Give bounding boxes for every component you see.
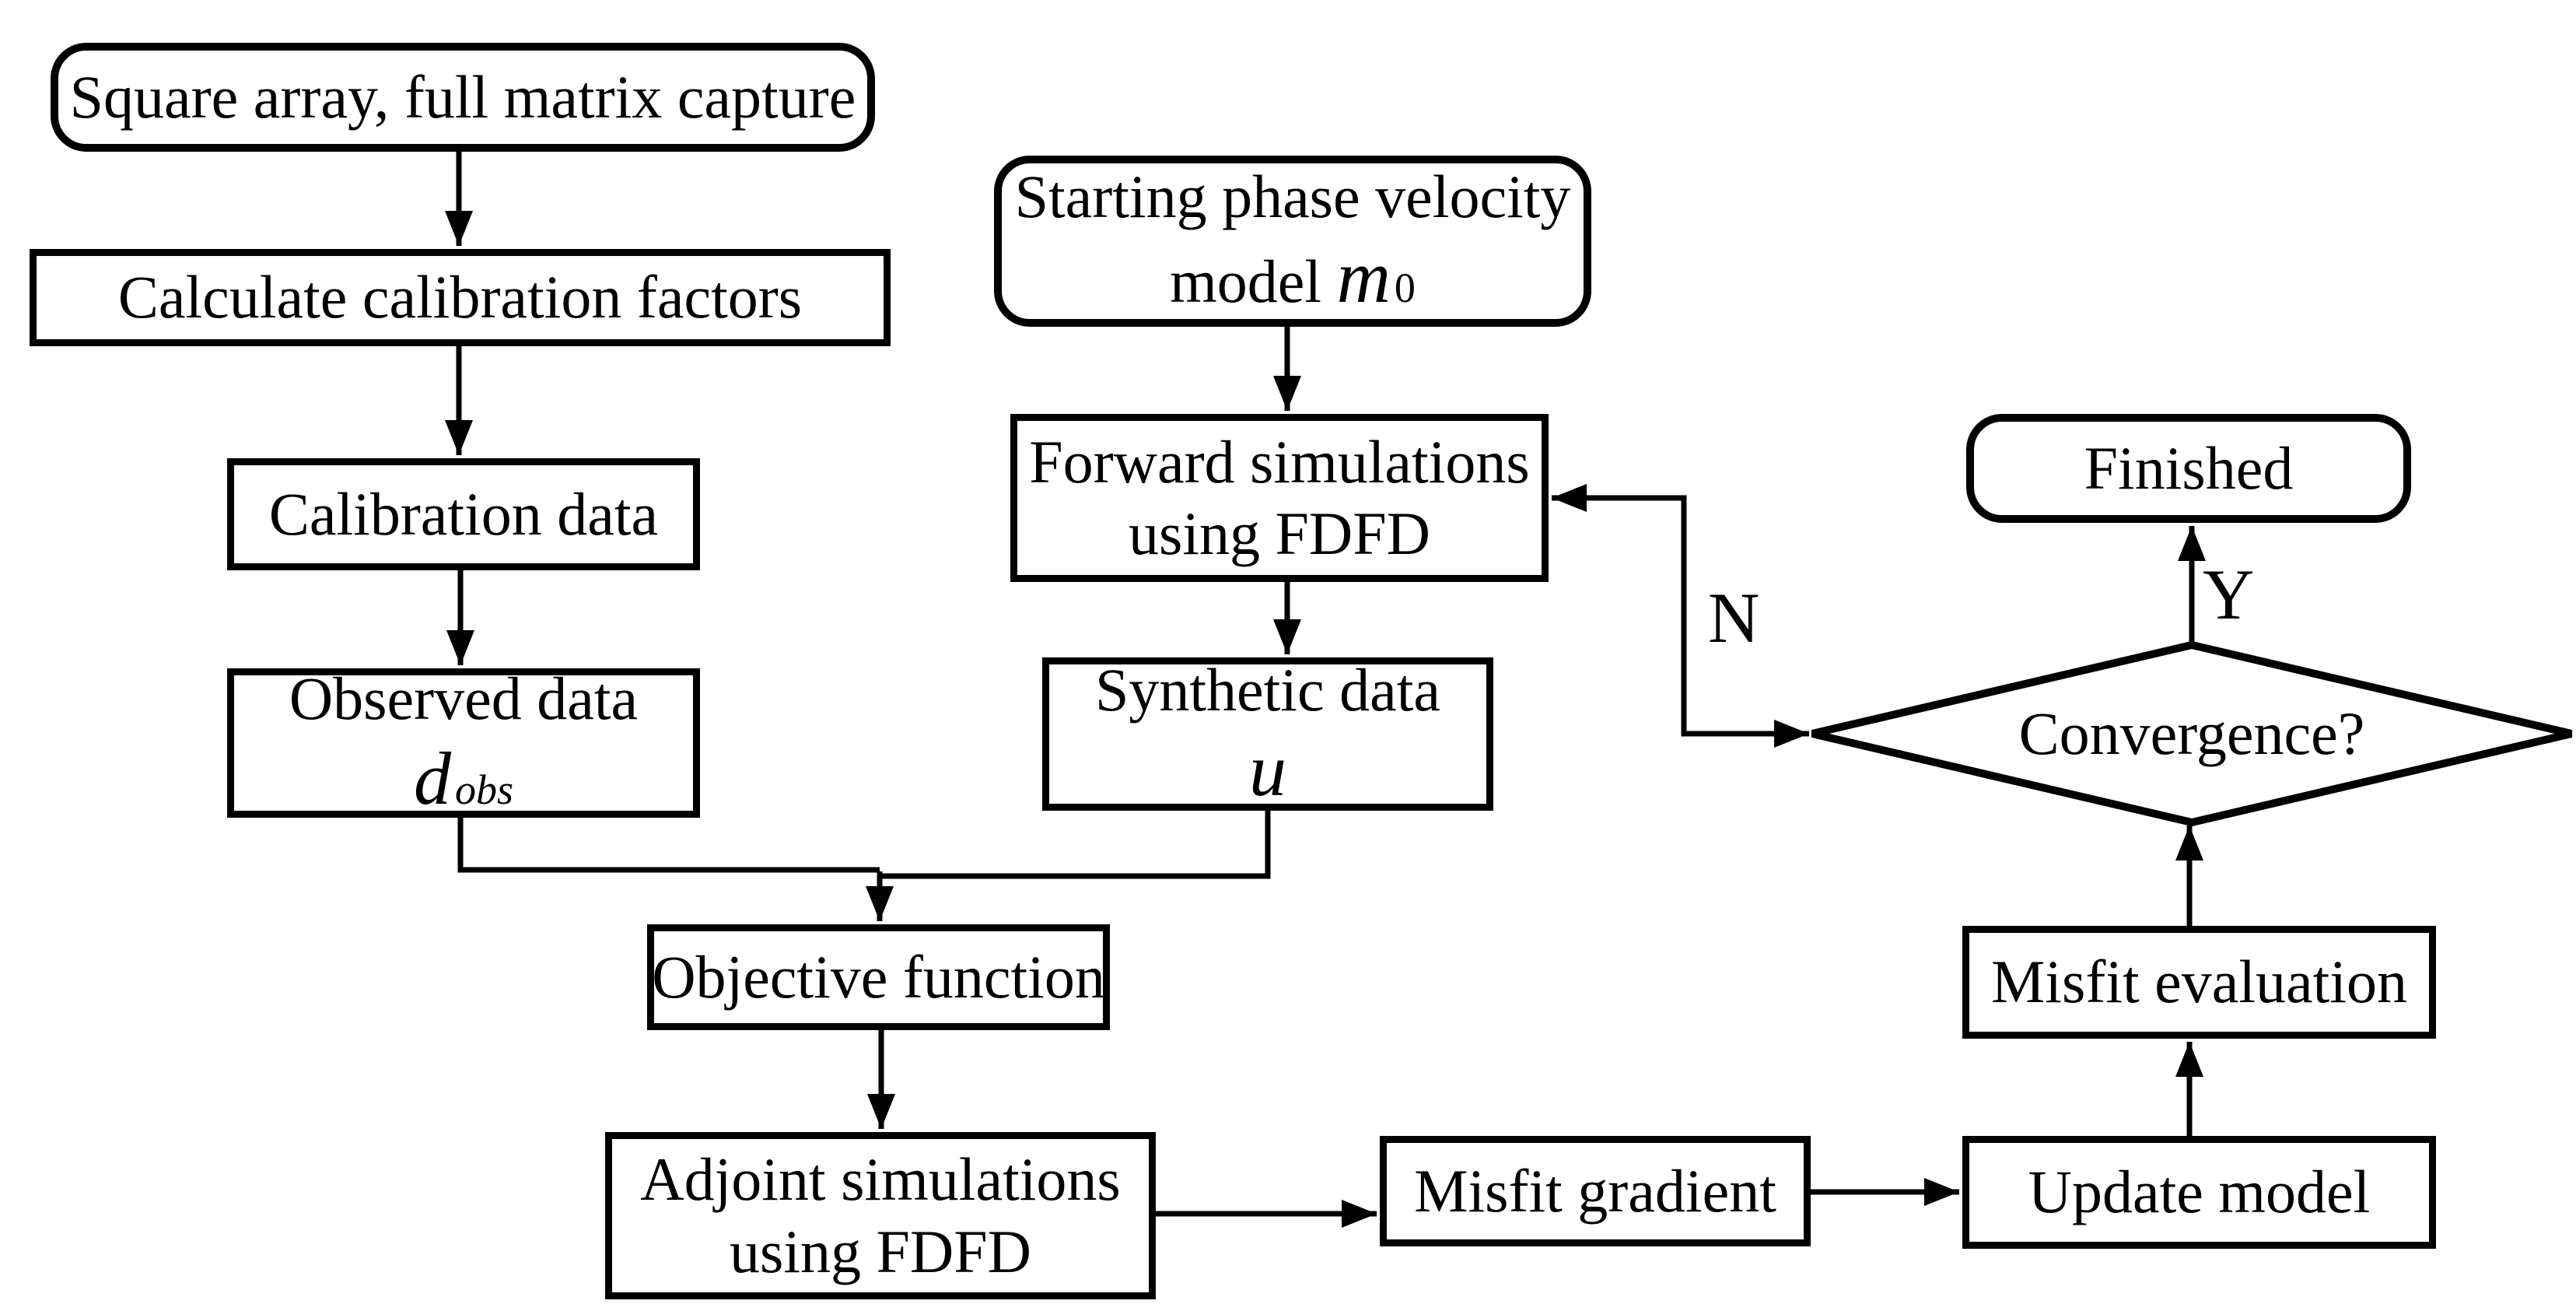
- node-update-model: Update model: [1962, 1136, 2436, 1249]
- node-adjoint-simulations-line1: Adjoint simulations: [640, 1145, 1121, 1214]
- node-square-array: Square array, full matrix capture: [51, 43, 875, 152]
- starting-model-subscript: 0: [1394, 265, 1416, 312]
- arrow-convergence-no-feedback-to-forward-sim: [1552, 484, 1809, 748]
- wire-observed-data-to-merge: [457, 818, 880, 873]
- node-calc-calibration-label: Calculate calibration factors: [117, 263, 803, 331]
- starting-model-word: model: [1170, 247, 1322, 316]
- node-forward-simulations: Forward simulations using FDFD: [1010, 414, 1549, 582]
- convergence-diamond: [1811, 640, 2573, 827]
- node-forward-simulations-line2: using FDFD: [1129, 500, 1430, 567]
- node-convergence-label: Convergence?: [1842, 685, 2542, 783]
- node-synthetic-data-label: Synthetic data: [1094, 655, 1441, 724]
- node-misfit-gradient: Misfit gradient: [1380, 1136, 1811, 1246]
- observed-data-symbol: d: [413, 737, 451, 821]
- node-update-model-label: Update model: [2028, 1158, 2371, 1226]
- node-misfit-gradient-label: Misfit gradient: [1414, 1156, 1776, 1225]
- node-objective-function: Objective function: [647, 924, 1110, 1030]
- convergence-question-text: Convergence?: [2018, 699, 2365, 767]
- node-misfit-evaluation-label: Misfit evaluation: [1990, 948, 2408, 1016]
- synthetic-data-symbol: u: [1249, 727, 1286, 811]
- node-misfit-evaluation: Misfit evaluation: [1962, 926, 2436, 1039]
- node-calibration-data-label: Calibration data: [268, 479, 659, 548]
- edge-label-yes: Y: [2203, 555, 2255, 634]
- node-finished-label: Finished: [2084, 433, 2294, 502]
- node-square-array-label: Square array, full matrix capture: [69, 62, 856, 131]
- node-adjoint-simulations: Adjoint simulations using FDFD: [605, 1132, 1156, 1299]
- node-forward-simulations-line1: Forward simulations: [1029, 427, 1530, 496]
- node-adjoint-simulations-line2: using FDFD: [730, 1217, 1031, 1285]
- observed-data-subscript: obs: [454, 766, 513, 814]
- node-finished: Finished: [1966, 414, 2411, 523]
- wire-synthetic-data-to-merge: [880, 811, 1271, 879]
- node-calibration-data: Calibration data: [227, 458, 700, 570]
- edge-label-no: N: [1708, 578, 1760, 657]
- starting-model-symbol: m: [1336, 235, 1391, 319]
- node-synthetic-data: Synthetic data u: [1042, 655, 1493, 811]
- node-observed-data-label: Observed data: [289, 664, 639, 733]
- node-starting-model-line1: Starting phase velocity: [1014, 163, 1571, 231]
- node-objective-function-label: Objective function: [652, 942, 1105, 1011]
- node-calculate-calibration-factors: Calculate calibration factors: [30, 249, 891, 346]
